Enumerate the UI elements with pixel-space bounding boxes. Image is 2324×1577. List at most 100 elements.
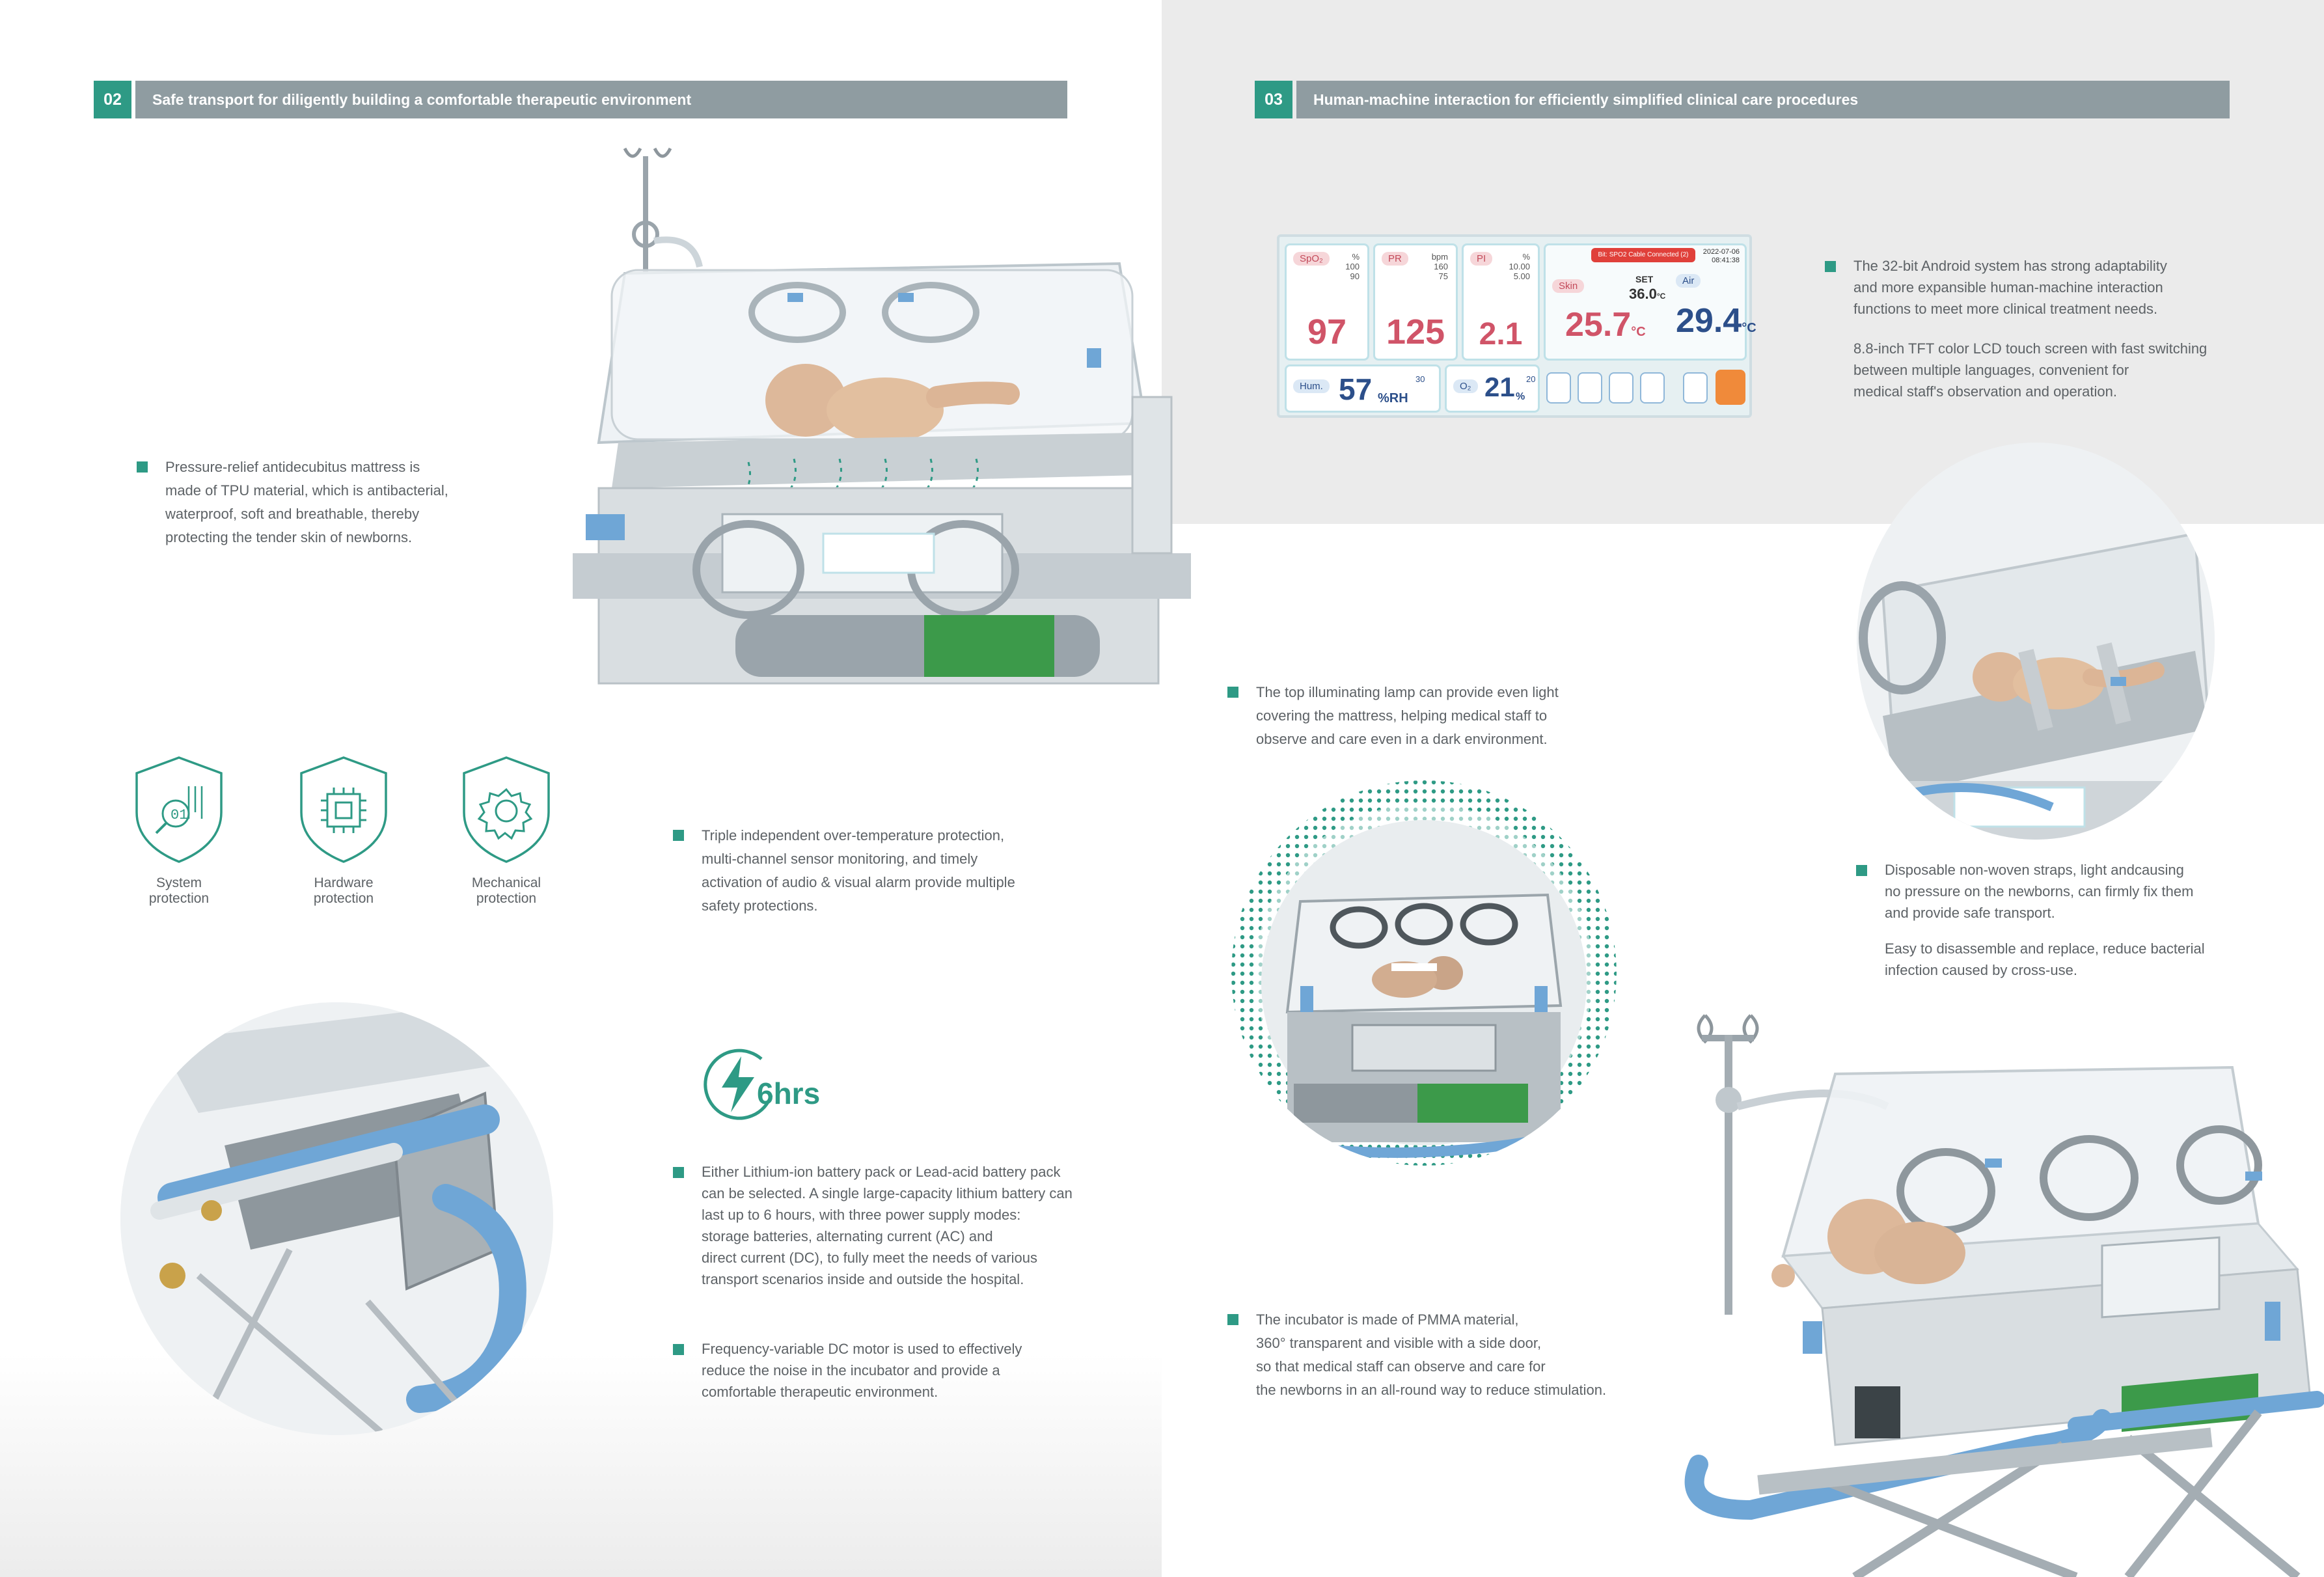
paragraph: The top illuminating lamp can provide ev… bbox=[1256, 681, 1673, 751]
caption-line: protection bbox=[476, 891, 537, 906]
text-line: storage batteries, alternating current (… bbox=[702, 1228, 993, 1244]
text-line: multi-channel sensor monitoring, and tim… bbox=[702, 851, 978, 867]
caption-line: protection bbox=[148, 891, 210, 906]
text-line: infection caused by cross-use. bbox=[1885, 962, 2077, 978]
text-line: reduce the noise in the incubator and pr… bbox=[702, 1362, 1000, 1378]
text-line: direct current (DC), to fully meet the n… bbox=[702, 1250, 1037, 1266]
text-line: observe and care even in a dark environm… bbox=[1256, 731, 1548, 747]
text-line: protecting the tender skin of newborns. bbox=[165, 529, 413, 545]
text-line: activation of audio & visual alarm provi… bbox=[702, 874, 1015, 890]
text-line: comfortable therapeutic environment. bbox=[702, 1384, 938, 1400]
air-value: 29.4°C bbox=[1676, 302, 1757, 340]
paragraph: Either Lithium-ion battery pack or Lead-… bbox=[702, 1161, 1144, 1290]
tray-detail-illustration bbox=[120, 1002, 553, 1435]
paragraph: Frequency-variable DC motor is used to e… bbox=[702, 1338, 1118, 1403]
bullet-square bbox=[1227, 1314, 1238, 1325]
text-line: no pressure on the newborns, can firmly … bbox=[1885, 883, 2194, 899]
text-line: waterproof, soft and breathable, thereby bbox=[165, 506, 420, 522]
bullet-square bbox=[673, 1167, 684, 1178]
text-line: Frequency-variable DC motor is used to e… bbox=[702, 1341, 1022, 1357]
text-line: made of TPU material, which is antibacte… bbox=[165, 482, 448, 499]
text-line: Easy to disassemble and replace, reduce … bbox=[1885, 940, 2205, 957]
tile-value: 2.1 bbox=[1479, 317, 1523, 351]
motor-description: Frequency-variable DC motor is used to e… bbox=[673, 1338, 1118, 1403]
oxygen-unit: % bbox=[1516, 391, 1525, 402]
tile-label: Hum. bbox=[1293, 379, 1330, 393]
text-line: The 32-bit Android system has strong ada… bbox=[1853, 258, 2167, 274]
paragraph: The 32-bit Android system has strong ada… bbox=[1853, 255, 2270, 320]
tile-label: SpO₂ bbox=[1293, 252, 1330, 266]
battery-description: Either Lithium-ion battery pack or Lead-… bbox=[673, 1161, 1144, 1290]
text-line: between multiple languages, convenient f… bbox=[1853, 362, 2129, 378]
section-number: 03 bbox=[1255, 81, 1292, 118]
svg-text:01: 01 bbox=[171, 807, 187, 823]
pmma-description: The incubator is made of PMMA material, … bbox=[1227, 1308, 1699, 1402]
text-line: functions to meet more clinical treatmen… bbox=[1853, 301, 2158, 317]
shield-gear-icon bbox=[463, 756, 550, 863]
system-protection-item: 01 System protection bbox=[130, 754, 228, 907]
bullet-square bbox=[137, 461, 148, 473]
alarm-banner: Bit: SPO2 Cable Connected (2) bbox=[1591, 248, 1695, 262]
tile-value: 125 bbox=[1386, 312, 1445, 351]
straps-description: Disposable non-woven straps, light andca… bbox=[1856, 859, 2288, 981]
menu-icon[interactable] bbox=[1546, 372, 1571, 404]
paragraph: Disposable non-woven straps, light andca… bbox=[1885, 859, 2288, 924]
humidity-set: 30 bbox=[1415, 374, 1425, 384]
lamp-illumination-illustration bbox=[1229, 778, 1619, 1168]
set-value: 36.0°C bbox=[1629, 286, 1666, 302]
text-line: Triple independent over-temperature prot… bbox=[702, 827, 1005, 843]
hardware-protection-item: Hardware protection bbox=[295, 754, 392, 907]
incubator-front-illustration bbox=[573, 137, 1191, 696]
text-line: 360° transparent and visible with a side… bbox=[1256, 1335, 1542, 1351]
battery-hours-label: 6hrs bbox=[757, 1076, 821, 1110]
oxygen-tile: O₂ 21 % 20 bbox=[1445, 364, 1540, 413]
text-line: the newborns in an all-round way to redu… bbox=[1256, 1382, 1607, 1398]
temperature-tile: Bit: SPO2 Cable Connected (2) 2022-07-06… bbox=[1544, 243, 1757, 361]
air-label: Air bbox=[1676, 274, 1701, 288]
skin-value: 25.7°C bbox=[1565, 306, 1646, 344]
lamp-description: The top illuminating lamp can provide ev… bbox=[1227, 681, 1673, 751]
paragraph: Pressure-relief antidecubitus mattress i… bbox=[165, 456, 530, 549]
humidity-tile: Hum. 57 %RH 30 bbox=[1285, 364, 1441, 413]
alarm-icon[interactable] bbox=[1609, 372, 1634, 404]
text-line: last up to 6 hours, with three power sup… bbox=[702, 1207, 1021, 1223]
text-line: and more expansible human-machine intera… bbox=[1853, 279, 2163, 295]
section-title: Human-machine interaction for efficientl… bbox=[1296, 81, 2230, 118]
text-line: safety protections. bbox=[702, 898, 818, 914]
trend-icon[interactable] bbox=[1578, 372, 1602, 404]
screen-button-row bbox=[1544, 364, 1747, 413]
caption-line: protection bbox=[313, 891, 374, 906]
humidity-unit: %RH bbox=[1378, 391, 1408, 405]
left-page-bottom-gradient bbox=[0, 1354, 1162, 1577]
text-line: Either Lithium-ion battery pack or Lead-… bbox=[702, 1164, 1061, 1180]
lightning-bolt-icon bbox=[704, 1049, 773, 1120]
section-number: 02 bbox=[94, 81, 131, 118]
lock-icon[interactable] bbox=[1640, 372, 1665, 404]
text-line: and provide safe transport. bbox=[1885, 905, 2055, 921]
shield-chip-icon bbox=[300, 756, 387, 863]
text-line: transport scenarios inside and outside t… bbox=[702, 1271, 1024, 1287]
bullet-square bbox=[673, 830, 684, 841]
caption-line: System bbox=[156, 875, 202, 890]
oxygen-set: 20 bbox=[1526, 374, 1536, 384]
caption-line: Hardware bbox=[314, 875, 374, 890]
tile-label: PR bbox=[1382, 252, 1408, 266]
text-line: medical staff's observation and operatio… bbox=[1853, 383, 2117, 400]
humidity-value: 57 bbox=[1339, 372, 1373, 406]
icon-caption: System protection bbox=[130, 875, 228, 907]
mechanical-protection-item: Mechanical protection bbox=[458, 754, 555, 907]
lamp-icon[interactable] bbox=[1683, 372, 1708, 404]
text-line: Disposable non-woven straps, light andca… bbox=[1885, 862, 2184, 878]
bullet-square bbox=[1825, 261, 1836, 272]
warning-icon[interactable] bbox=[1716, 370, 1745, 405]
bullet-square bbox=[673, 1344, 684, 1355]
set-label: SET bbox=[1635, 274, 1654, 284]
tile-label: PI bbox=[1470, 252, 1493, 266]
